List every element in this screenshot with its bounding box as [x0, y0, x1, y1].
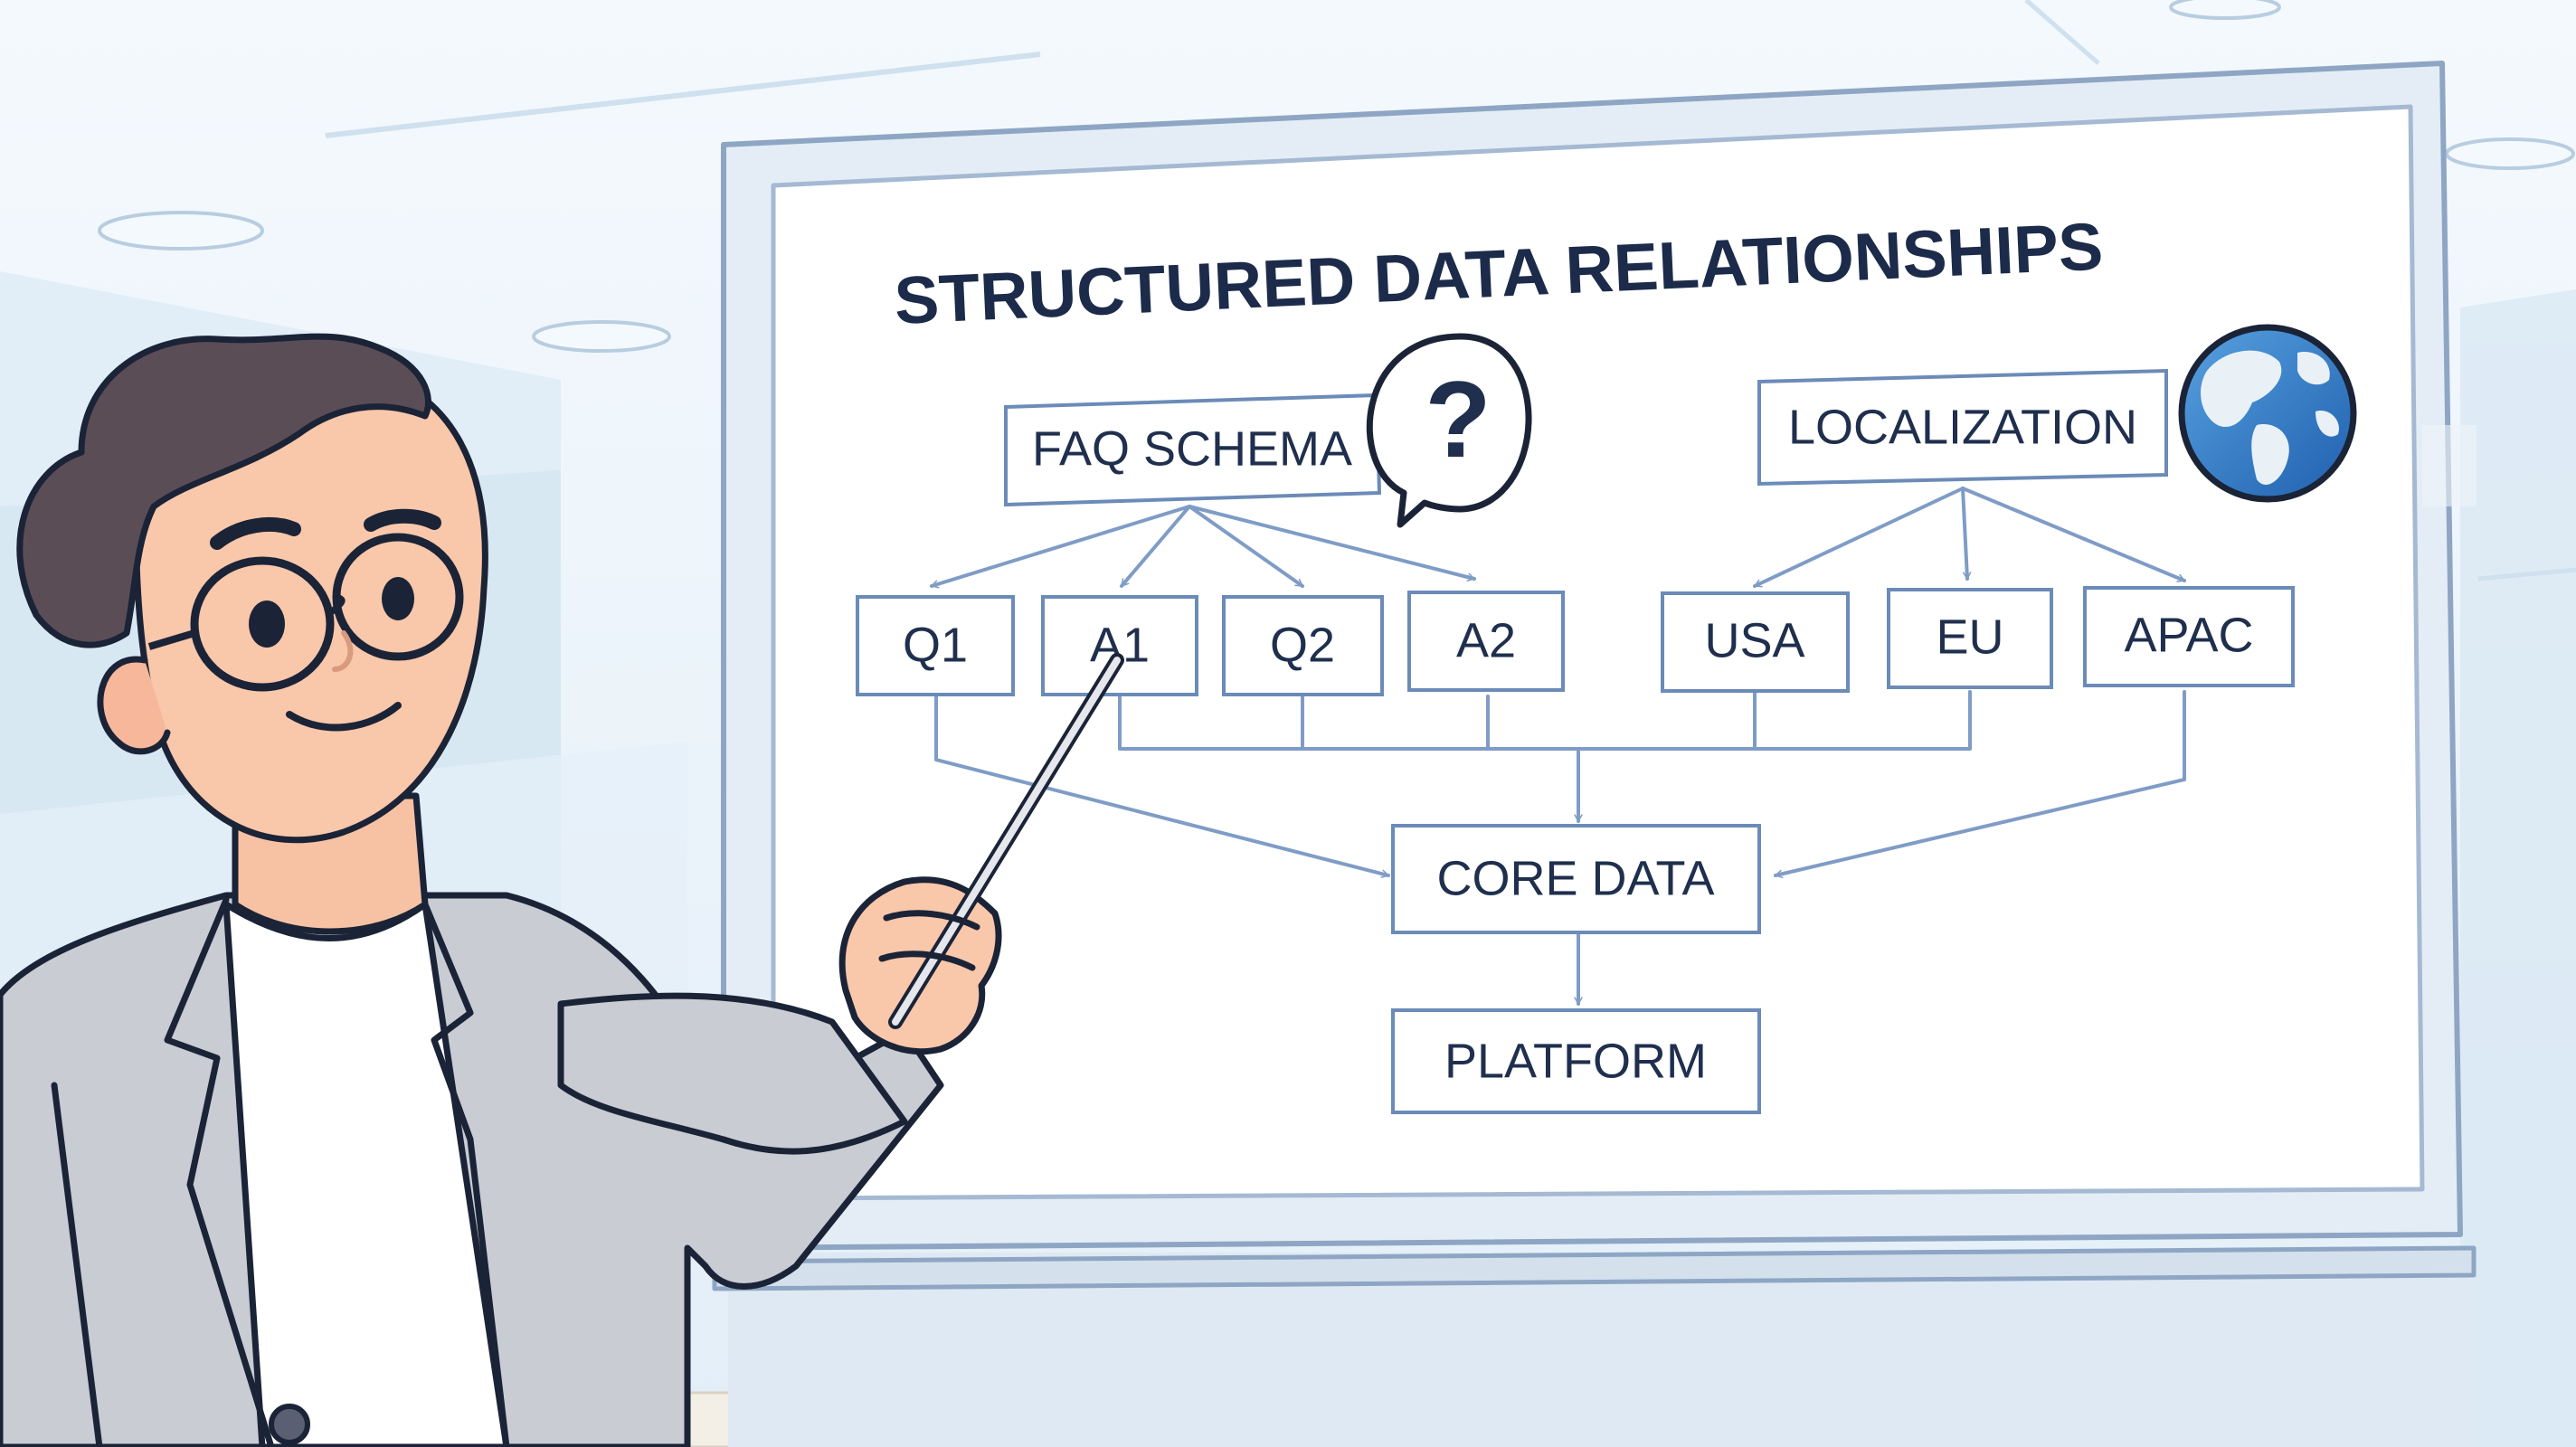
apac-node: APAC [2083, 586, 2295, 687]
presenter-lapel-left [164, 896, 275, 1447]
eu-label: EU [1936, 610, 2003, 664]
presenter-hair [16, 333, 431, 648]
presenter-eye-left [249, 601, 285, 648]
usa-node: USA [1661, 591, 1850, 693]
platform-node: PLATFORM [1391, 1008, 1761, 1114]
a1-node: A1 [1041, 595, 1198, 696]
presenter-eyebrow-left [210, 517, 301, 550]
presenter-nose [332, 630, 354, 672]
q1-node: Q1 [856, 595, 1015, 696]
faq-schema-label: FAQ SCHEMA [1032, 421, 1352, 476]
connector-middle-bus [1118, 690, 1972, 751]
ceiling-lights [98, 0, 2575, 353]
presenter-ear [97, 656, 171, 755]
localization-node: LOCALIZATION [1757, 368, 2168, 487]
presenter-eye-right [382, 577, 414, 620]
arrow-faq-to-a1 [1120, 505, 1191, 588]
a2-label: A2 [1456, 613, 1516, 667]
core-data-node: CORE DATA [1391, 824, 1761, 934]
eu-node: EU [1887, 588, 2053, 689]
platform-label: PLATFORM [1444, 1034, 1707, 1088]
arrow-loc-to-usa [1753, 487, 1965, 588]
jacket-button [269, 1404, 310, 1445]
question-mark-glyph: ? [1425, 359, 1491, 480]
presenter-smile [286, 702, 402, 732]
arrow-loc-to-apac [1961, 487, 2186, 582]
connector-q1-to-core [934, 695, 1390, 878]
presenter-character [0, 333, 1124, 1447]
arrow-faq-to-a2 [1188, 505, 1476, 582]
connector-apac-to-core [1774, 690, 2186, 879]
presenter-glasses [147, 533, 464, 692]
q2-label: Q2 [1270, 618, 1335, 672]
arrow-faq-to-q1 [930, 505, 1191, 589]
localization-label: LOCALIZATION [1788, 400, 2137, 454]
ceiling-light [2169, 0, 2281, 20]
presenter-arm [557, 992, 908, 1155]
arrow-faq-to-q2 [1188, 505, 1304, 588]
globe-icon [2178, 324, 2357, 503]
usa-label: USA [1704, 613, 1804, 667]
ceiling-light [98, 211, 264, 251]
speech-bubble-question-icon: ? [1366, 333, 1532, 528]
ceiling-light [2445, 137, 2575, 170]
a2-node: A2 [1407, 591, 1565, 692]
faq-schema-node: FAQ SCHEMA [1004, 392, 1382, 507]
arrow-loc-to-eu [1961, 487, 1972, 581]
presenter-eyebrow-right [364, 508, 441, 532]
apac-label: APAC [2124, 608, 2253, 662]
presenter-lapel-right [421, 901, 510, 1447]
ceiling-light [532, 320, 671, 353]
flow-connectors [930, 487, 2186, 1006]
core-data-label: CORE DATA [1436, 851, 1714, 905]
q2-node: Q2 [1222, 595, 1384, 696]
q1-label: Q1 [903, 618, 968, 672]
